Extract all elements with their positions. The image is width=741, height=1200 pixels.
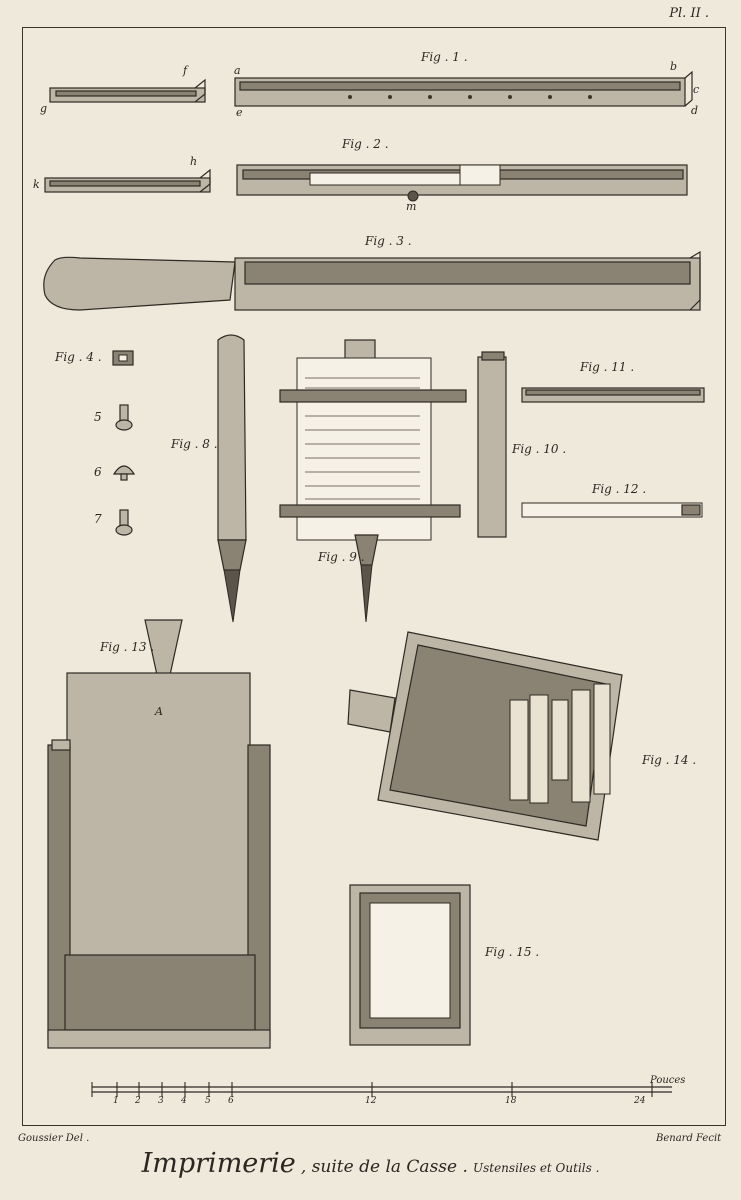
fig3-label: Fig . 3 . [365,234,412,248]
fig8-label: Fig . 8 . [171,437,218,451]
fig9-label: Fig . 9 . [318,550,365,564]
scale-tick-label: 3 [158,1096,164,1106]
fig11-rule [521,387,705,403]
fig7-label: 7 [94,512,102,526]
scale-tick-label: 5 [205,1096,211,1106]
letter-b: b [670,60,678,73]
letter-m: m [406,200,417,213]
letter-k: k [33,178,40,191]
fig2-label: Fig . 2 . [342,137,389,151]
scale-tick-label: 2 [135,1096,141,1106]
fig4-7-small-parts [112,350,136,536]
scale-tick-label: 12 [365,1096,377,1106]
plate-title: Imprimerie , suite de la Casse . Ustensi… [0,1148,741,1179]
fig10-wood-bar [477,351,507,538]
letter-h: h [190,155,198,168]
fig1-short-rule [49,78,206,103]
fig13-label: Fig . 13 . [100,640,155,654]
fig4-label: Fig . 4 . [55,350,102,364]
letter-A: A [155,705,163,718]
letter-f: f [183,64,188,77]
engraver-credit: Benard Fecit [656,1133,722,1144]
plate-number: Pl. II . [669,6,709,21]
fig15-label: Fig . 15 . [485,945,540,959]
letter-e: e [236,106,243,119]
fig9-copy-holder [279,339,467,623]
fig5-label: 5 [94,410,102,424]
letter-c: c [693,83,700,96]
fig13-slice-galley [47,619,271,1049]
title-sub: Ustensiles et Outils . [472,1161,600,1175]
fig6-label: 6 [94,465,102,479]
fig12-rule [521,502,703,518]
scale-unit-label: Pouces [650,1075,686,1086]
scale-tick-label: 1 [113,1096,119,1106]
letter-g: g [40,102,48,115]
fig14-galley-with-type [347,631,623,841]
fig10-label: Fig . 10 . [512,442,567,456]
scale-bar [91,1082,672,1097]
scale-tick-label: 18 [505,1096,517,1106]
fig14-label: Fig . 14 . [642,753,697,767]
plate-frame [22,27,726,1126]
letter-d: d [691,104,699,117]
fig2-composing-stick [236,164,688,202]
fig1-long-rule [234,70,693,107]
title-main: Imprimerie [141,1148,296,1179]
title-suite: , suite de la Casse . [300,1157,468,1177]
scale-tick-label: 4 [181,1096,187,1106]
scale-tick-label: 6 [228,1096,234,1106]
draftsman-credit: Goussier Del . [18,1133,90,1144]
fig1-label: Fig . 1 . [421,50,468,64]
fig12-label: Fig . 12 . [592,482,647,496]
scale-tick-label: 24 [634,1096,646,1106]
fig8-bodkin [217,334,247,623]
letter-a: a [234,64,241,77]
fig3-galley-with-handle [43,250,701,311]
fig2-short-rule [44,168,211,193]
fig15-small-galley [349,884,471,1046]
fig11-label: Fig . 11 . [580,360,635,374]
